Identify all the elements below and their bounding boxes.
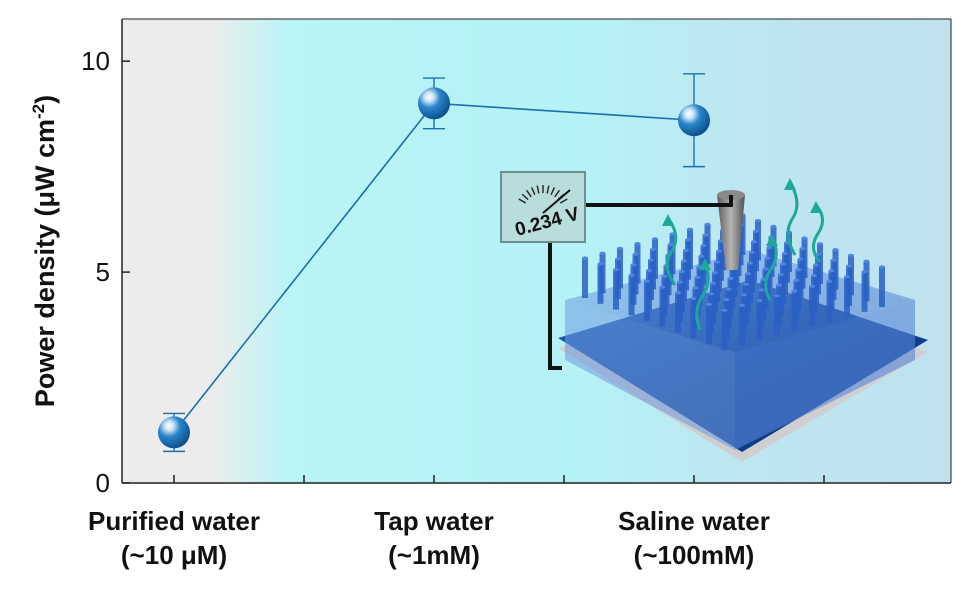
data-point — [418, 87, 450, 120]
voltmeter: 0.234 V — [500, 171, 586, 243]
data-point — [158, 416, 190, 449]
x-category-label: Saline water(~100mM) — [618, 506, 770, 570]
y-tick-label: 10 — [81, 46, 110, 76]
device-illustration: 0.234 V — [500, 171, 928, 462]
y-tick-label: 0 — [96, 468, 110, 498]
x-category-label: Purified water(~10 μM) — [88, 506, 260, 570]
y-tick-label: 5 — [96, 257, 110, 287]
x-category-label: Tap water(~1mM) — [374, 506, 493, 570]
data-point — [678, 104, 710, 137]
plot-background — [122, 19, 951, 483]
y-axis-label: Power density (μW cm-2) — [29, 95, 60, 407]
